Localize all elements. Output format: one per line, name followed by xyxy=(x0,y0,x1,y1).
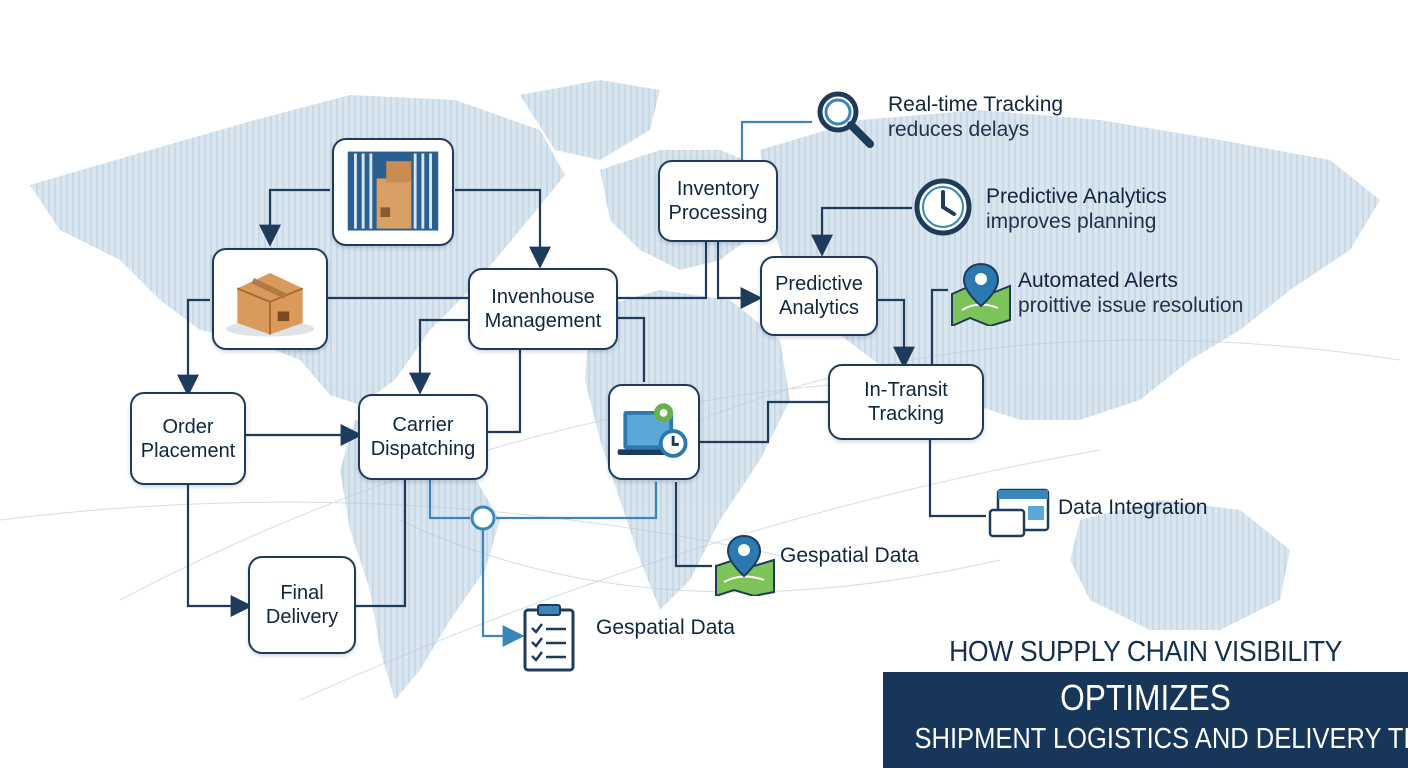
headline-line-2: OPTIMIZES xyxy=(1060,677,1231,718)
label-geospatial-data-checklist: Gespatial Data xyxy=(596,616,735,639)
node-in-transit-tracking: In-Transit Tracking xyxy=(828,364,984,440)
map-pin-icon xyxy=(714,534,776,596)
callout-real-time-tracking-subtitle: reduces delays xyxy=(888,118,1030,141)
callout-real-time-tracking-title: Real-time Tracking xyxy=(888,93,1064,116)
headline-line-1: HOW SUPPLY CHAIN VISIBILITY SOFTWARE xyxy=(949,636,1342,708)
headline-line-3: SHIPMENT LOGISTICS AND DELIVERY TIMES xyxy=(914,723,1408,755)
node-predictive-analytics: Predictive Analytics xyxy=(760,256,878,336)
node-carrier-dispatching: Carrier Dispatching xyxy=(358,394,488,480)
node-inventory-processing: Inventory Processing xyxy=(658,160,778,242)
callout-predictive-analytics-subtitle: improves planning xyxy=(986,210,1157,233)
headline-band: OPTIMIZES SHIPMENT LOGISTICS AND DELIVER… xyxy=(883,672,1408,768)
map-pin-icon xyxy=(948,260,1014,326)
node-order-placement: Order Placement xyxy=(130,392,246,485)
label-data-integration: Data Integration xyxy=(1058,496,1208,519)
node-inventory-processing-label: Inventory Processing xyxy=(668,178,768,224)
callout-automated-alerts-subtitle: proittive issue resolution xyxy=(1018,294,1244,317)
node-final-delivery: Final Delivery xyxy=(248,556,356,654)
callout-real-time-tracking: Real-time Tracking reduces delays xyxy=(888,92,1063,142)
laptop-location-icon xyxy=(608,384,700,480)
node-invenhouse-management-label: Invenhouse Management xyxy=(484,286,602,332)
callout-predictive-analytics: Predictive Analytics improves planning xyxy=(986,184,1167,234)
node-order-placement-label: Order Placement xyxy=(140,415,236,462)
node-final-delivery-label: Final Delivery xyxy=(265,582,339,628)
package-box-icon xyxy=(212,248,328,350)
node-in-transit-tracking-label: In-Transit Tracking xyxy=(864,379,948,425)
callout-automated-alerts-title: Automated Alerts xyxy=(1018,269,1178,292)
label-geospatial-data-map: Gespatial Data xyxy=(780,544,919,567)
callout-automated-alerts: Automated Alerts proittive issue resolut… xyxy=(1018,268,1243,318)
clock-icon xyxy=(912,176,974,238)
magnifier-icon xyxy=(812,86,876,150)
node-invenhouse-management: Invenhouse Management xyxy=(468,268,618,350)
callout-predictive-analytics-title: Predictive Analytics xyxy=(986,185,1167,208)
data-window-icon xyxy=(988,488,1050,538)
checklist-clipboard-icon xyxy=(522,604,576,672)
warehouse-icon xyxy=(332,138,454,246)
node-carrier-dispatching-label: Carrier Dispatching xyxy=(370,414,476,460)
node-predictive-analytics-label: Predictive Analytics xyxy=(775,273,863,319)
